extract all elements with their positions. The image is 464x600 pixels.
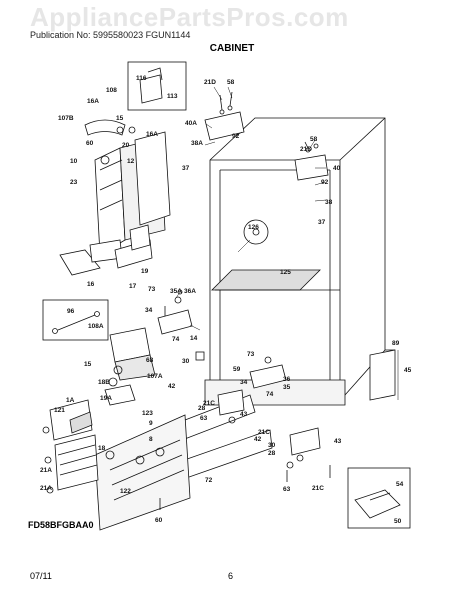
callout-72: 72 [205,477,213,484]
section-title: CABINET [209,43,255,54]
callout-19a: 19A [100,395,112,402]
callout-108: 108 [106,87,117,94]
callout-labels: 116 113 108 16A 15 107B 16A 60 20 12 10 … [40,75,412,525]
callout-28: 28 [198,405,206,412]
callout-15: 15 [116,115,124,122]
callout-18b: 18B [98,379,110,386]
callout-113: 113 [167,93,178,100]
callout-43: 43 [240,411,248,418]
callout-58: 58 [227,79,235,86]
callout-23: 23 [70,179,78,186]
callout-54: 54 [396,481,404,488]
callout-1a: 1A [66,397,75,404]
callout-107a: 107A [147,373,163,380]
callout-116: 116 [136,75,147,82]
part-116-inset [127,61,187,111]
air-duct-assembly [59,119,171,276]
callout-21d-2: 21D [300,146,312,153]
callout-60: 60 [86,140,94,147]
part-96-inset [42,299,109,341]
callout-37: 37 [182,165,190,172]
callout-20: 20 [122,142,130,149]
callout-36a: 36A [184,288,196,295]
footer-page-number: 6 [228,571,234,581]
callout-21c-2: 21C [258,429,270,436]
callout-92-2: 92 [321,179,329,186]
callout-40: 40 [333,165,341,172]
callout-126-ring [243,219,269,245]
callout-17: 17 [129,283,137,290]
part-54-inset [347,467,411,529]
callout-50: 50 [394,518,402,525]
cabinet-shell [204,117,396,406]
callout-15-2: 15 [84,361,92,368]
callout-38: 38 [325,199,333,206]
callout-16: 16 [87,281,95,288]
callout-59: 59 [233,366,241,373]
upper-hinge-right [294,141,329,181]
lower-hinge-left [217,389,245,424]
callout-68: 68 [146,357,154,364]
callout-42: 42 [168,383,176,390]
callout-8: 8 [149,436,153,443]
callout-73-2: 73 [247,351,255,358]
callout-34-2: 34 [240,379,248,386]
callout-28-2: 28 [268,450,276,457]
callout-37-2: 37 [318,219,326,226]
callout-16a: 16A [87,98,99,105]
callout-36: 36 [283,376,291,383]
callout-73: 73 [148,286,156,293]
callout-35: 35 [283,384,291,391]
callout-122: 122 [120,488,131,495]
callout-34: 34 [145,307,153,314]
callout-40a: 40A [185,120,197,127]
callout-21a: 21A [40,467,52,474]
control-housing [104,327,156,406]
part-14 [195,351,205,361]
callout-74-2: 74 [266,391,274,398]
footer-date: 07/11 [30,571,52,581]
callout-12: 12 [127,158,135,165]
callout-10: 10 [70,158,78,165]
callout-74: 74 [172,336,180,343]
callout-121: 121 [54,407,65,414]
callout-60-2: 60 [155,517,163,524]
callout-19: 19 [141,268,149,275]
callout-63-2: 63 [283,486,291,493]
publication-line: Publication No: 5995580023 FGUN1144 [30,30,191,40]
callout-21a-2: 21A [40,485,52,492]
callout-125: 125 [280,269,291,276]
callout-9: 9 [149,420,153,427]
callout-30: 30 [182,358,190,365]
callout-92: 92 [232,133,240,140]
lower-hinge-right [286,427,321,469]
callout-123: 123 [142,410,153,417]
callout-16a-2: 16A [146,131,158,138]
callout-18: 18 [98,445,106,452]
model-code: FD58BFGBAA0 [28,520,94,530]
callout-21d: 21D [204,79,216,86]
evaporator-cover [42,399,99,494]
watermark: AppliancePartsPros.com [30,2,349,32]
callout-38a: 38A [191,140,203,147]
callout-21c: 21C [203,400,215,407]
callout-126: 126 [248,224,259,231]
callout-96: 96 [67,308,75,315]
callout-45: 45 [404,367,412,374]
callout-107b: 107B [58,115,74,122]
callout-21c-3: 21C [312,485,324,492]
callout-42-2: 42 [254,436,262,443]
callout-30-2: 30 [268,442,276,449]
callout-14: 14 [190,335,198,342]
callout-43-2: 43 [334,438,342,445]
callout-35a: 35A [170,288,182,295]
callout-58-2: 58 [310,136,318,143]
callout-63: 63 [200,415,208,422]
callout-108a: 108A [88,323,104,330]
callout-89: 89 [392,340,400,347]
